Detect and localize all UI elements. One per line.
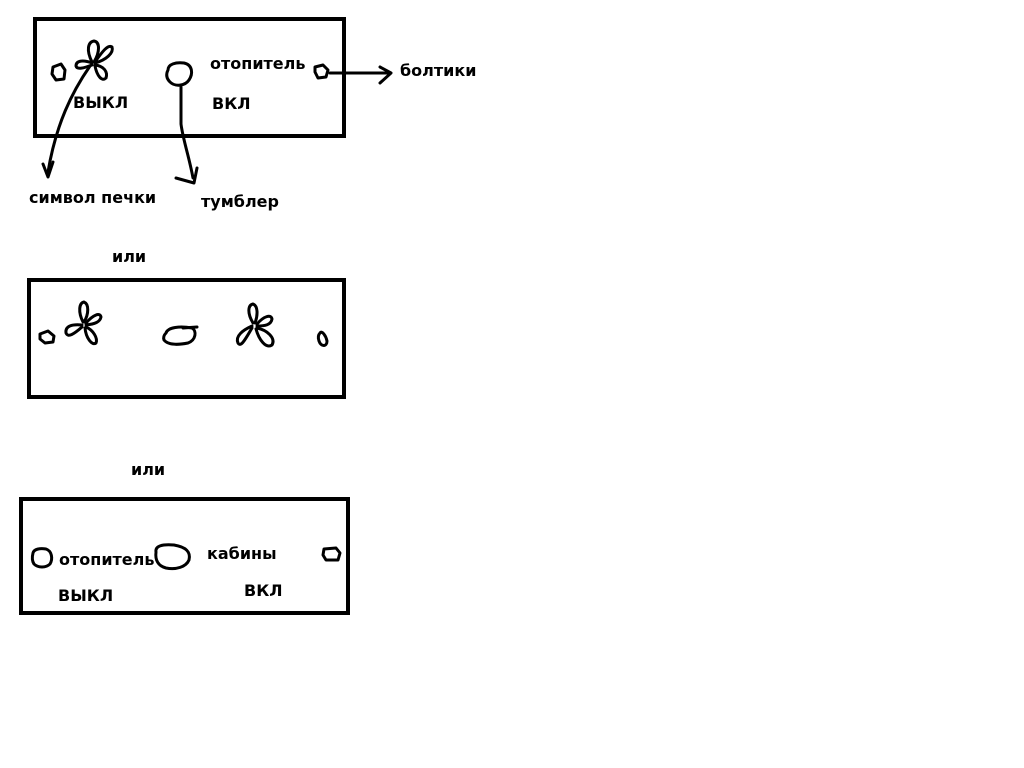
- bolt-icon: [38, 329, 56, 345]
- arrow-to-toggle: [174, 85, 199, 185]
- toggle-icon: [165, 61, 194, 87]
- bolt-icon: [316, 330, 329, 347]
- annotation-heater-symbol: символ печки: [29, 188, 156, 207]
- toggle-icon: [154, 543, 191, 571]
- fan-icon: [64, 300, 103, 346]
- annotation-toggle: тумблер: [201, 192, 279, 211]
- fan-icon: [235, 302, 275, 348]
- separator-or-1: или: [112, 247, 146, 266]
- panel-3-off-label: ВЫКЛ: [58, 586, 113, 605]
- arrow-to-bolts: [328, 65, 393, 85]
- panel-1-on-label: ВКЛ: [212, 94, 251, 113]
- panel-3-heater-label: отопитель: [59, 550, 154, 569]
- panel-2-frame: [27, 278, 346, 399]
- panel-1: ВЫКЛ ВКЛ отопитель: [33, 17, 393, 185]
- panel-3-cabin-label: кабины: [207, 544, 277, 563]
- bolt-icon: [30, 547, 54, 569]
- fan-icon: [74, 39, 114, 81]
- annotation-bolts: болтики: [400, 61, 476, 80]
- separator-or-2: или: [131, 460, 165, 479]
- panel-1-heater-label: отопитель: [210, 54, 305, 73]
- panel-3: отопитель кабины ВЫКЛ ВКЛ: [19, 497, 350, 615]
- bolt-icon: [313, 63, 330, 80]
- bolt-icon: [321, 546, 342, 562]
- panel-1-off-label: ВЫКЛ: [73, 93, 128, 112]
- panel-1-frame: [33, 17, 346, 138]
- panel-3-on-label: ВКЛ: [244, 581, 283, 600]
- bolt-icon: [50, 62, 67, 82]
- arrow-to-heater-symbol: [41, 64, 92, 179]
- toggle-icon: [162, 325, 199, 346]
- panel-3-frame: [19, 497, 350, 615]
- panel-2: [27, 278, 346, 399]
